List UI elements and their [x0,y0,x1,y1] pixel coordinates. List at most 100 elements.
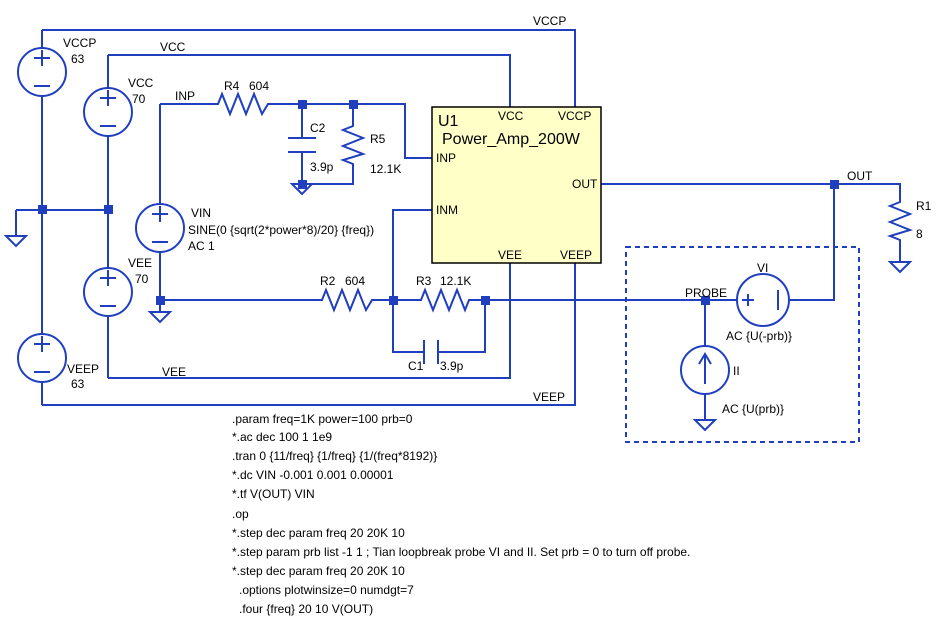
capacitor-c2[interactable]: C2 3.9p [288,121,334,174]
directive-line: .four {freq} 20 10 V(OUT) [239,602,373,616]
resistor-value: 12.1K [440,274,471,288]
directive-line: .op [232,507,249,521]
directive-line: .param freq=1K power=100 prb=0 [232,412,413,426]
wire-r4-to-node [276,103,432,159]
spice-directives: .param freq=1K power=100 prb=0 *.ac dec … [232,412,690,616]
net-label-vee: VEE [162,365,186,379]
source-name: II [733,364,740,378]
ground-icon [692,419,718,432]
resistor-value: 604 [345,274,365,288]
wire-r5-bottom [302,168,354,185]
source-name: VEE [128,256,152,270]
resistor-name: R5 [370,132,386,146]
pin-vccp-label: VCCP [558,109,591,123]
directive-line: *.step param prb list -1 1 ; Tian loopbr… [232,545,690,559]
resistor-value: 12.1K [370,162,401,176]
ground-icon [887,261,913,274]
wire-c1-left [392,300,424,353]
source-name: VEEP [67,362,99,376]
resistor-name: R1 [916,199,932,213]
source-vi[interactable]: VI AC {U(-prb)} [726,261,792,343]
capacitor-name: C2 [310,121,326,135]
pin-out-label: OUT [572,177,598,191]
net-label-out: OUT [847,169,873,183]
pin-inm-label: INM [436,203,458,217]
junction-dot [104,205,113,214]
wire-c1-right [438,300,486,353]
directive-line: .options plotwinsize=0 numdgt=7 [239,583,414,597]
junction-dot [298,100,307,109]
directive-line: *.step dec param freq 20 20K 10 [232,526,405,540]
wire-veep-rail [42,263,576,406]
net-labels: VCCP VCC INP OUT VEE VEEP PROBE [160,14,873,404]
source-ii[interactable]: II AC {U(prb)} [680,345,784,416]
source-value: 70 [132,92,146,106]
resistor-r1[interactable]: R1 8 [886,198,932,244]
source-name: VI [757,261,768,275]
source-name: VCCP [63,36,96,50]
capacitor-value: 3.9p [440,359,464,373]
junction-dot [389,296,398,305]
junction-dot [481,296,490,305]
wire-vi-right [789,184,835,301]
source-vcc[interactable]: VCC 70 [83,76,154,137]
resistor-name: R3 [416,274,432,288]
source-value: SINE(0 {sqrt(2*power*8)/20} {freq}) [188,223,374,237]
ground-icon [3,235,29,248]
wire-vccp-rail [42,29,576,107]
wire-out [601,183,901,198]
capacitor-name: C1 [408,359,424,373]
source-name: VIN [191,206,211,220]
resistor-r5[interactable]: R5 12.1K [339,122,401,176]
pin-inp-label: INP [436,151,456,165]
resistor-name: R4 [224,79,240,93]
pin-veep-label: VEEP [560,248,592,262]
junction-dot [298,180,307,189]
pin-vcc-label: VCC [498,109,524,123]
amplifier-block-u1[interactable]: U1 Power_Amp_200W VCC VCCP INP INM OUT V… [431,106,602,264]
pin-vee-label: VEE [498,248,522,262]
resistor-value: 8 [916,227,923,241]
directive-line: *.ac dec 100 1 1e9 [232,430,332,444]
source-value: 70 [135,272,149,286]
directive-line: *.dc VIN -0.001 0.001 0.00001 [232,468,394,482]
source-ac: AC 1 [188,239,215,253]
junction-dot [349,100,358,109]
source-value: 63 [71,52,85,66]
resistor-value: 604 [249,79,269,93]
wire-inm-feed [392,209,432,300]
resistor-name: R2 [320,274,336,288]
junction-dot [156,296,165,305]
wire-vcc-rail [108,54,511,107]
junction-dots [38,100,839,305]
u1-body [431,106,602,264]
u1-refdes: U1 [438,113,459,130]
wire-vee-rail [108,263,511,379]
net-label-vccp: VCCP [533,14,566,28]
net-label-vcc: VCC [160,40,186,54]
resistor-r2[interactable]: R2 604 [314,274,378,313]
source-vee[interactable]: VEE 70 [83,256,152,317]
directive-line: *.step dec param freq 20 20K 10 [232,564,405,578]
directive-line: *.tf V(OUT) VIN [232,487,315,501]
ground-icon [147,311,173,324]
net-label-veep: VEEP [533,390,565,404]
source-value: 63 [71,377,85,391]
u1-model: Power_Amp_200W [442,131,581,148]
capacitor-value: 3.9p [310,160,334,174]
source-veep[interactable]: VEEP 63 [17,333,99,391]
capacitor-c1[interactable]: C1 3.9p [408,340,464,373]
resistor-r3[interactable]: R3 12.1K [415,274,471,313]
junction-dot [830,180,839,189]
net-label-probe: PROBE [685,286,727,300]
directive-line: .tran 0 {11/freq} {1/freq} {1/(freq*8192… [232,449,437,463]
source-value: AC {U(prb)} [722,402,784,416]
resistor-r4[interactable]: R4 604 [210,79,276,117]
source-vccp[interactable]: VCCP 63 [17,36,96,97]
source-vin[interactable]: VIN SINE(0 {sqrt(2*power*8)/20} {freq}) … [135,203,374,253]
net-label-inp: INP [175,89,195,103]
source-value: AC {U(-prb)} [726,329,792,343]
probe-boundary-box [625,246,860,443]
source-name: VCC [128,76,154,90]
